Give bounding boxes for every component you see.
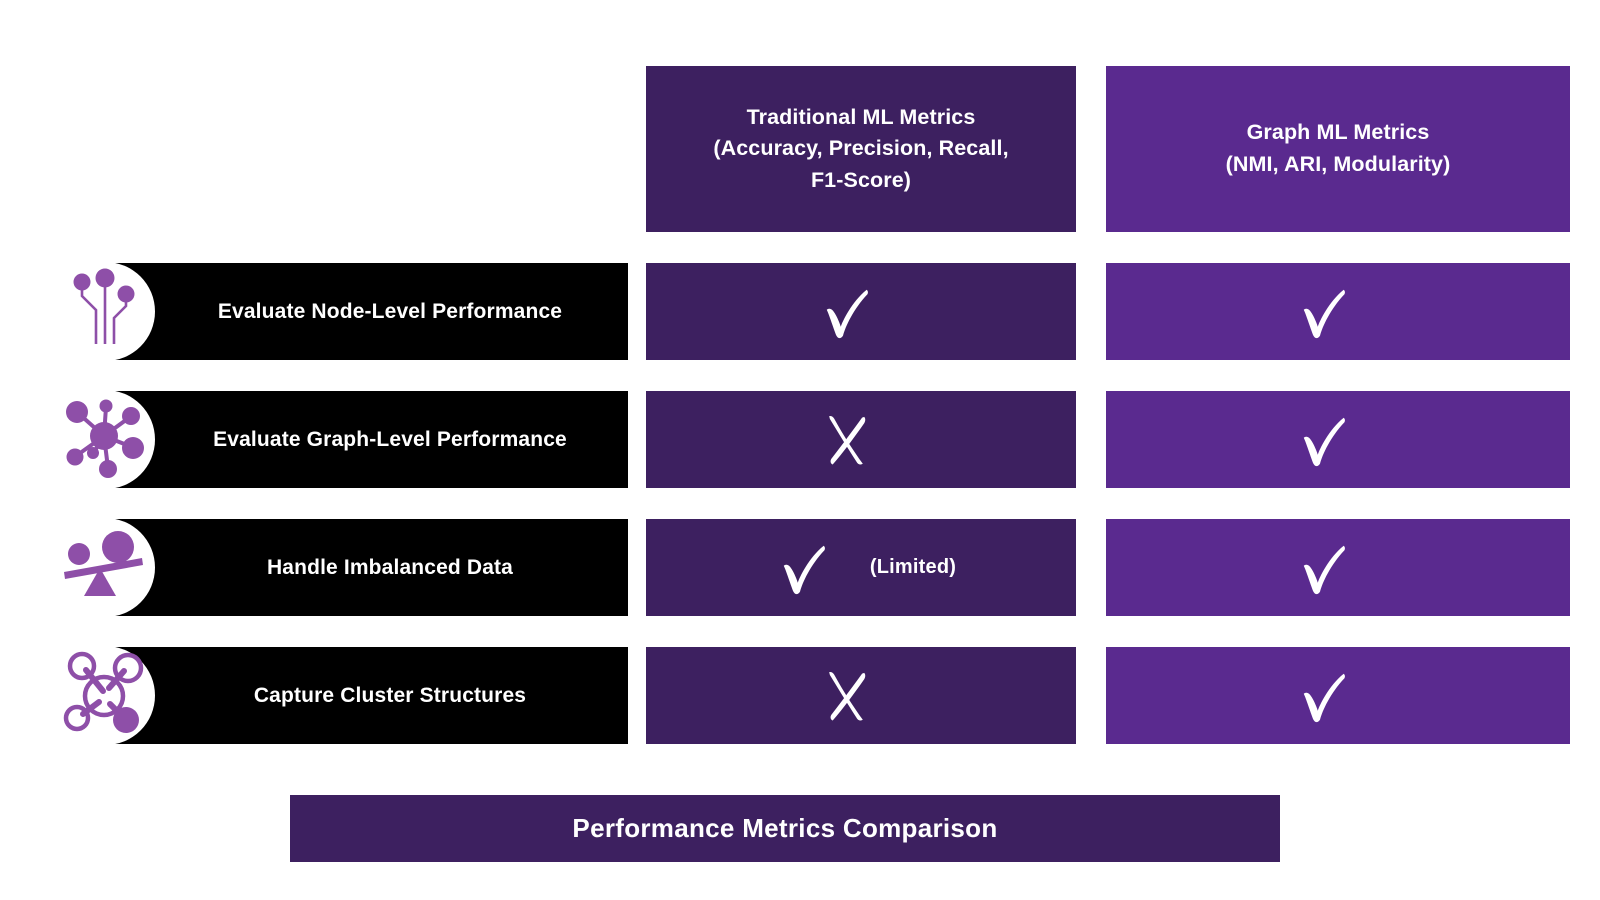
check-mark-icon [826,289,868,338]
column-header-graph: Graph ML Metrics (NMI, ARI, Modularity) [1106,66,1570,232]
row-label-text: Evaluate Graph-Level Performance [213,427,567,451]
cell-graph-capture-cluster-structures [1106,647,1570,744]
column-header-traditional: Traditional ML Metrics (Accuracy, Precis… [646,66,1076,232]
row-label-text: Capture Cluster Structures [253,683,527,707]
cell-note: (Limited) [869,556,957,578]
row-label-handle-imbalanced-data: Handle Imbalanced Data [56,518,628,617]
cell-traditional-evaluate-node-level-performance [646,263,1076,360]
footer-title-bar: Performance Metrics Comparison [290,795,1280,862]
column-header-traditional-line2: (Accuracy, Precision, Recall, [713,136,1009,161]
cross-mark-icon [829,415,866,464]
check-mark-icon [783,545,825,594]
cross-mark-icon [829,671,866,720]
column-header-graph-line1: Graph ML Metrics [1246,120,1430,145]
footer-title-text: Performance Metrics Comparison [572,813,998,843]
column-header-traditional-line3: F1-Score) [810,167,912,192]
row-label-bar: Capture Cluster Structures [100,647,628,744]
row-label-text: Evaluate Node-Level Performance [217,299,563,323]
row-label-capture-cluster-structures: Capture Cluster Structures [56,646,628,745]
cell-traditional-handle-imbalanced-data: (Limited) [646,519,1076,616]
row-label-bar: Evaluate Node-Level Performance [100,263,628,360]
check-mark-icon [1303,673,1345,722]
column-header-graph-line2: (NMI, ARI, Modularity) [1225,152,1451,176]
check-mark-icon [1303,545,1345,594]
check-mark-icon [1303,417,1345,466]
cell-traditional-evaluate-graph-level-performance [646,391,1076,488]
cell-traditional-capture-cluster-structures [646,647,1076,744]
row-label-bar: Evaluate Graph-Level Performance [100,391,628,488]
check-mark-icon [1303,289,1345,338]
row-label-bar: Handle Imbalanced Data [100,519,628,616]
row-label-text: Handle Imbalanced Data [266,555,514,579]
column-header-traditional-line1: Traditional ML Metrics [746,104,976,129]
cell-graph-evaluate-graph-level-performance [1106,391,1570,488]
row-label-evaluate-node-level-performance: Evaluate Node-Level Performance [56,262,628,361]
cell-graph-handle-imbalanced-data [1106,519,1570,616]
cell-graph-evaluate-node-level-performance [1106,263,1570,360]
row-label-evaluate-graph-level-performance: Evaluate Graph-Level Performance [56,390,628,489]
